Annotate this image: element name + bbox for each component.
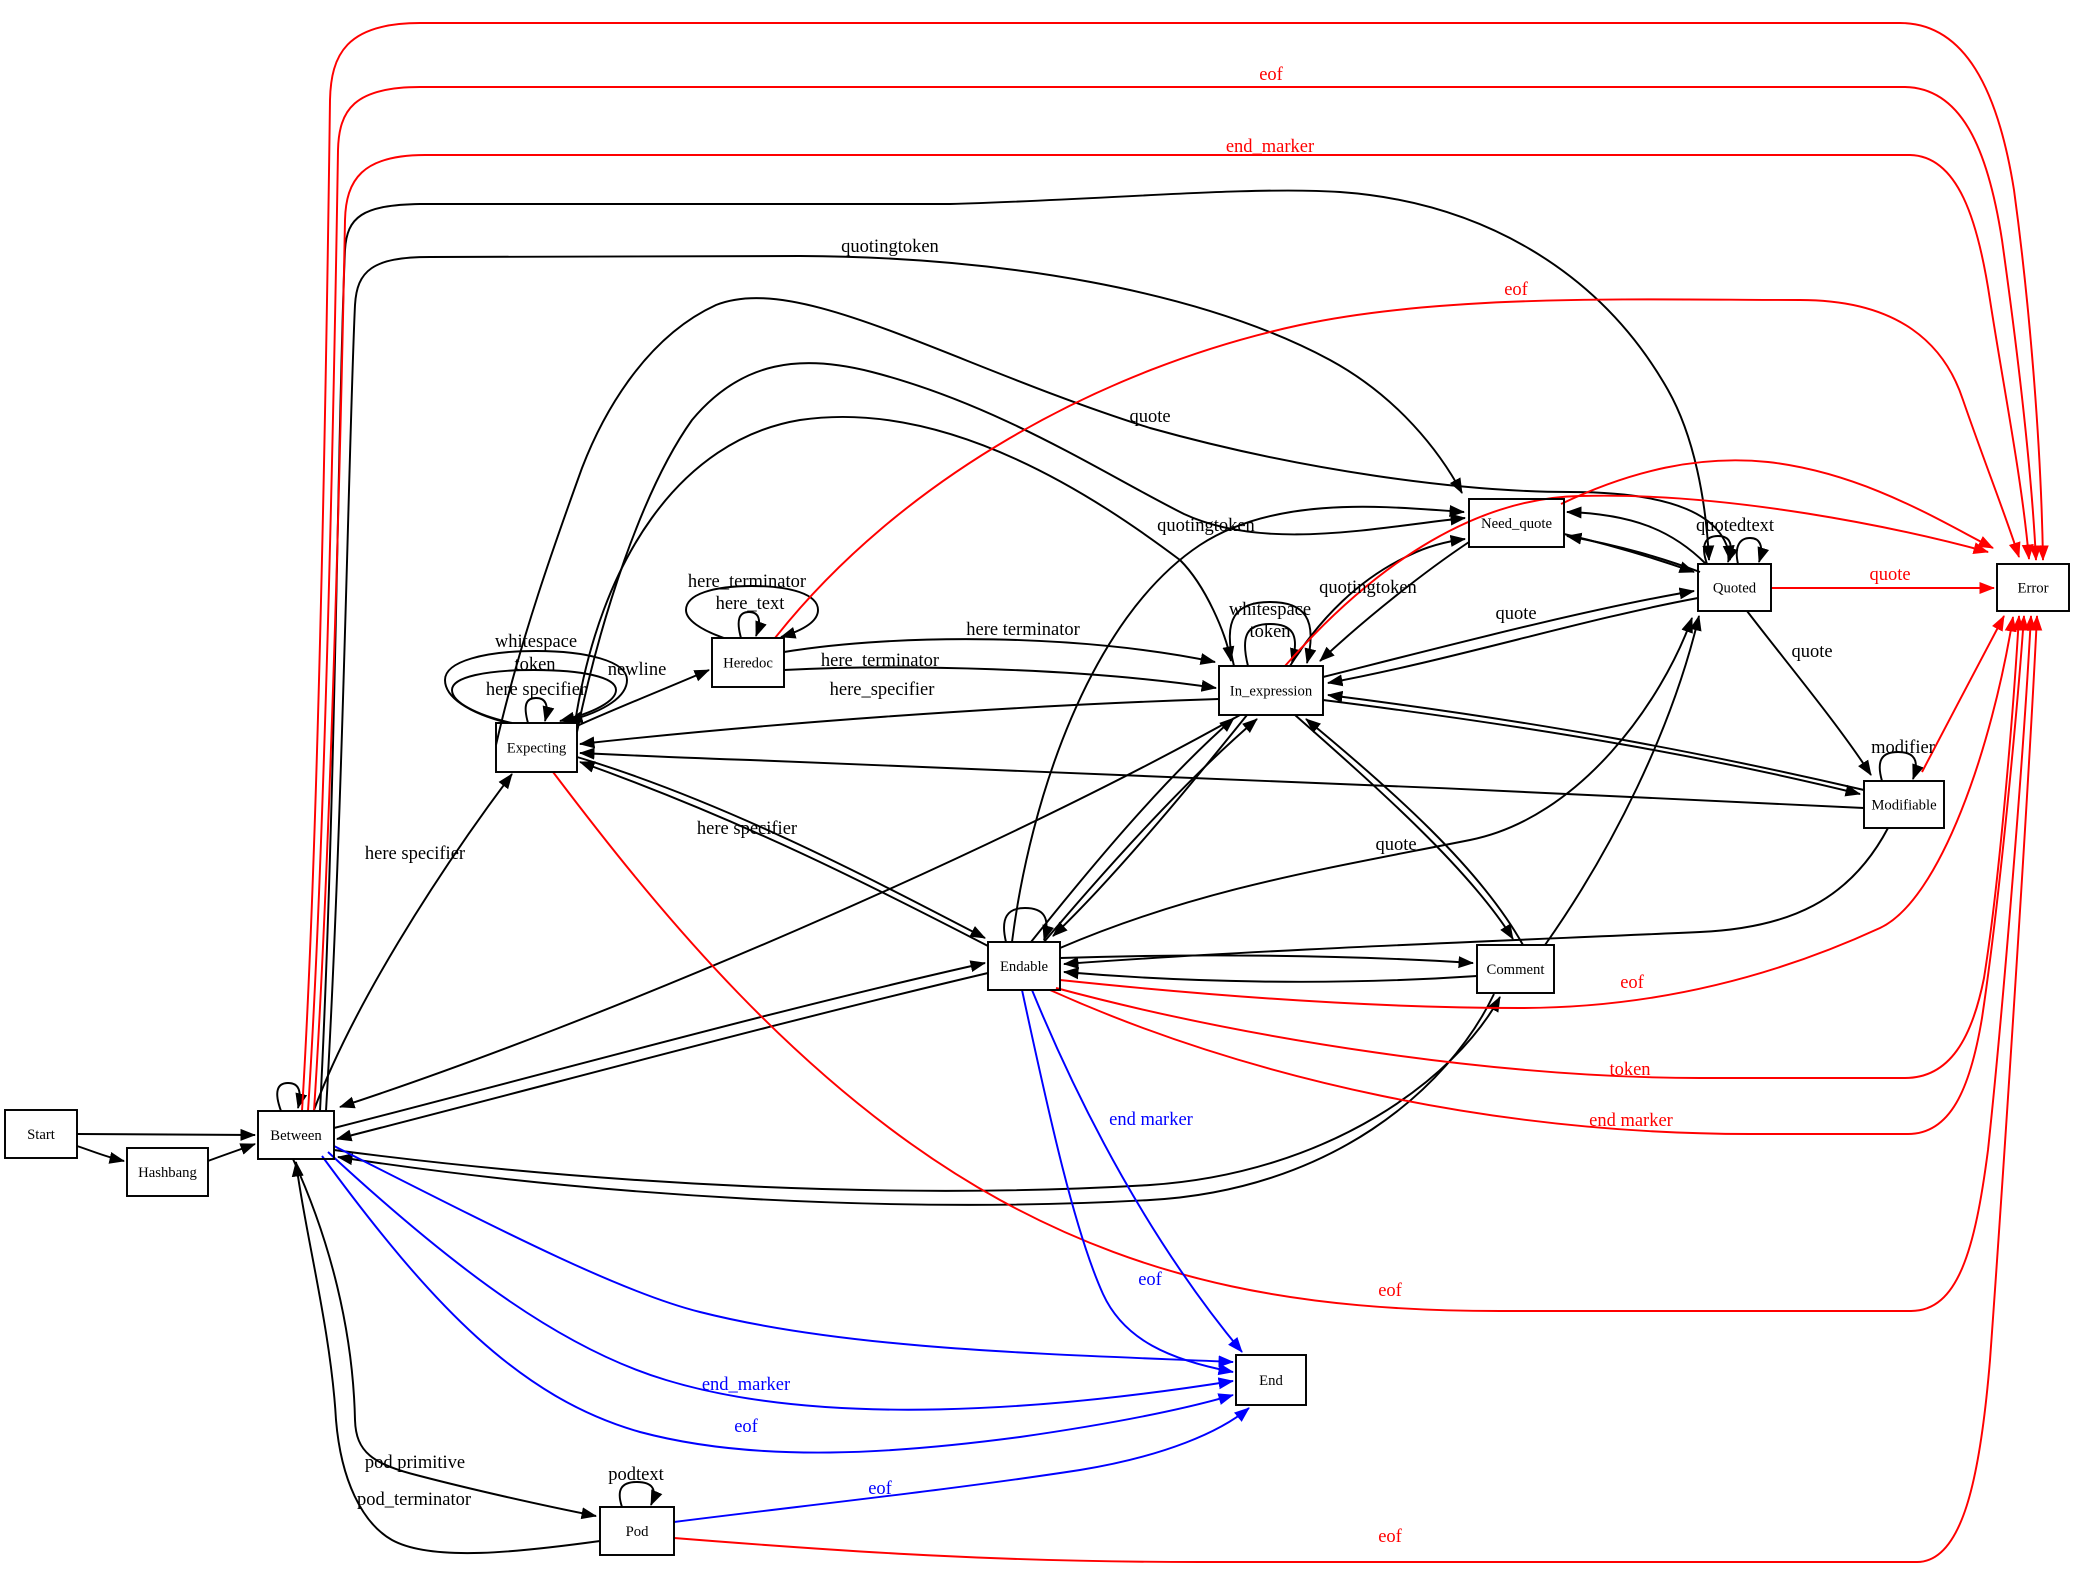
svg-text:quote: quote (1129, 407, 1170, 427)
svg-text:quotingtoken: quotingtoken (1157, 516, 1255, 536)
svg-text:eof: eof (1138, 1270, 1162, 1290)
svg-text:newline: newline (608, 660, 667, 680)
svg-text:here_text: here_text (716, 594, 786, 614)
svg-text:quote: quote (1869, 565, 1910, 585)
svg-text:end_marker: end_marker (702, 1375, 790, 1395)
svg-text:eof: eof (1378, 1527, 1402, 1547)
svg-text:here specifier: here specifier (486, 680, 586, 700)
svg-text:token: token (1249, 622, 1290, 642)
svg-text:Error: Error (2018, 581, 2049, 597)
svg-text:modifier: modifier (1871, 738, 1935, 758)
svg-text:pod primitive: pod primitive (365, 1453, 465, 1473)
svg-text:Modifiable: Modifiable (1871, 798, 1937, 814)
svg-text:eof: eof (734, 1417, 758, 1437)
svg-text:Expecting: Expecting (507, 741, 567, 757)
svg-text:Start: Start (27, 1127, 55, 1143)
svg-text:here specifier: here specifier (697, 819, 797, 839)
svg-text:quotedtext: quotedtext (1696, 516, 1775, 536)
svg-text:quotingtoken: quotingtoken (1319, 578, 1417, 598)
svg-text:quote: quote (1375, 835, 1416, 855)
svg-text:eof: eof (1504, 280, 1528, 300)
svg-text:quote: quote (1495, 604, 1536, 624)
svg-text:eof: eof (868, 1479, 892, 1499)
svg-text:here terminator: here terminator (966, 620, 1080, 640)
svg-text:podtext: podtext (608, 1465, 664, 1485)
svg-text:end marker: end marker (1589, 1111, 1673, 1131)
svg-text:end_marker: end_marker (1226, 137, 1314, 157)
svg-text:Hashbang: Hashbang (138, 1165, 197, 1181)
svg-text:pod_terminator: pod_terminator (357, 1490, 471, 1510)
svg-text:In_expression: In_expression (1230, 684, 1313, 700)
svg-text:Between: Between (270, 1128, 322, 1144)
svg-text:Endable: Endable (1000, 959, 1049, 975)
svg-text:end marker: end marker (1109, 1110, 1193, 1130)
svg-text:Need_quote: Need_quote (1481, 516, 1552, 532)
svg-text:End: End (1259, 1373, 1283, 1389)
svg-text:here specifier: here specifier (365, 844, 465, 864)
svg-text:here_terminator: here_terminator (688, 572, 806, 592)
svg-text:quote: quote (1791, 642, 1832, 662)
svg-text:whitespace: whitespace (495, 632, 577, 652)
svg-text:Comment: Comment (1487, 962, 1545, 978)
svg-text:Pod: Pod (626, 1524, 650, 1540)
svg-text:quotingtoken: quotingtoken (841, 237, 939, 257)
svg-text:eof: eof (1259, 65, 1283, 85)
svg-text:token: token (514, 655, 555, 675)
svg-text:Heredoc: Heredoc (723, 656, 773, 672)
svg-text:here_specifier: here_specifier (830, 680, 935, 700)
svg-text:eof: eof (1378, 1281, 1402, 1301)
svg-text:whitespace: whitespace (1229, 600, 1311, 620)
svg-text:here_terminator: here_terminator (821, 651, 939, 671)
svg-text:Quoted: Quoted (1713, 581, 1757, 597)
svg-text:token: token (1609, 1060, 1650, 1080)
svg-text:eof: eof (1620, 973, 1644, 993)
